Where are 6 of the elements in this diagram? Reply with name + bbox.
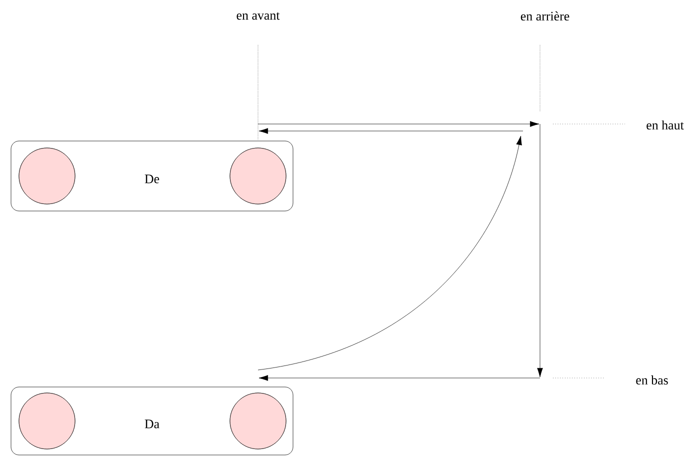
- direction-label: en avant: [236, 12, 280, 20]
- vehicle-box: De: [10, 140, 294, 212]
- direction-label: en arrière: [520, 11, 570, 21]
- direction-label: en haut: [646, 120, 684, 130]
- direction-label: en bas: [636, 375, 668, 385]
- vehicle-box: Da: [10, 386, 294, 456]
